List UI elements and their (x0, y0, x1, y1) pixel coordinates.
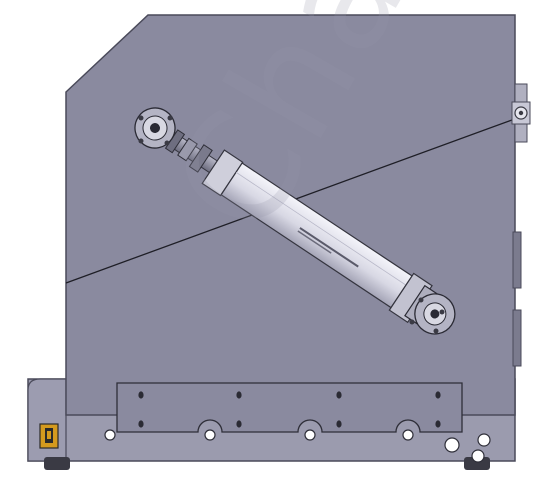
foot-left (44, 457, 70, 470)
rod-end-mount-icon-left (138, 115, 173, 146)
base-left-rounded (27, 378, 67, 462)
base-holes (104, 429, 491, 463)
right-tab-lower (512, 309, 522, 367)
right-tab-upper (512, 231, 522, 289)
hinge-icon (511, 83, 531, 143)
latch-icon (39, 423, 59, 449)
pneumatic-cylinder-icon (134, 107, 456, 335)
mounting-plate (116, 382, 463, 433)
plate-bolts (138, 391, 441, 428)
foot-right (464, 457, 490, 470)
rod-end-mount-icon-right (409, 297, 445, 334)
